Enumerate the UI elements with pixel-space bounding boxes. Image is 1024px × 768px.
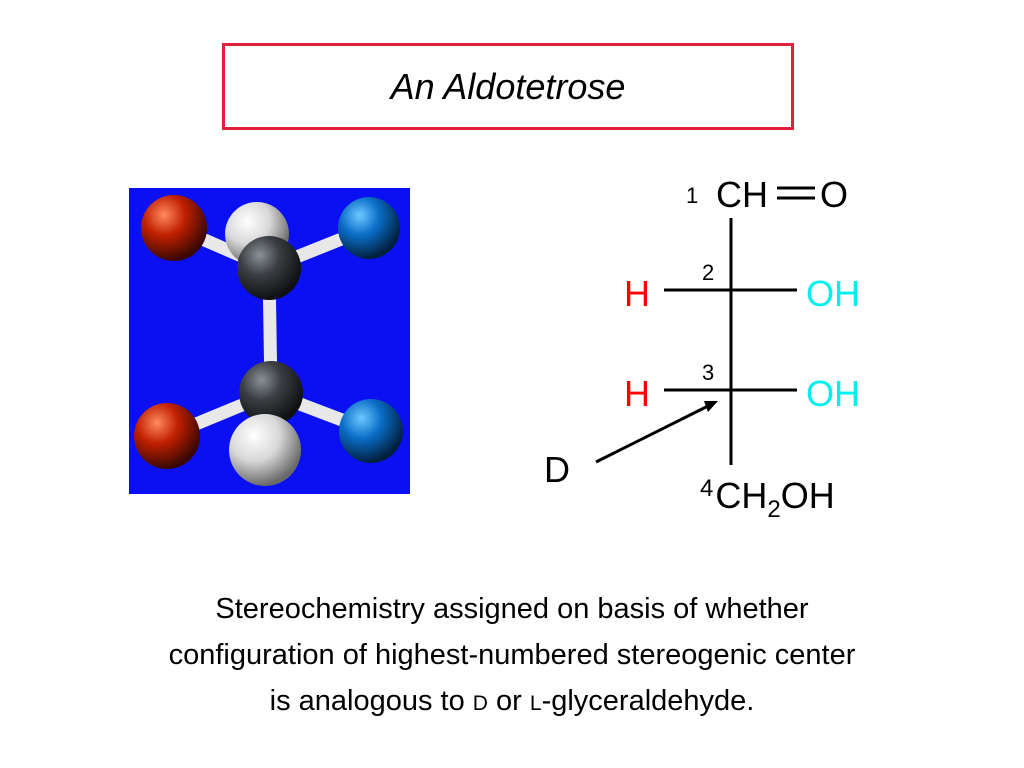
carbon-number-4: 4 (700, 475, 714, 502)
substituent-atom (338, 197, 400, 259)
carbon-number-3: 3 (702, 360, 715, 385)
caption: Stereochemistry assigned on basis of whe… (0, 586, 1024, 727)
ball-and-stick-model (129, 188, 410, 494)
caption-text: -glyceraldehyde. (541, 685, 755, 717)
c3-hydroxyl-label: OH (806, 373, 860, 414)
pointer-arrow-head (704, 401, 718, 412)
hydrogen-atom (229, 414, 301, 486)
carbon-number-2: 2 (702, 260, 715, 285)
c4-group-label: 4CH2OH (700, 475, 835, 522)
small-caps-d: D (472, 692, 488, 715)
caption-text: or (487, 685, 530, 717)
caption-text: is analogous to (269, 685, 473, 717)
oxygen-atom (134, 403, 200, 469)
aldehyde-ch-label: CH (716, 174, 768, 215)
caption-line-1: Stereochemistry assigned on basis of whe… (215, 593, 809, 625)
small-caps-l: L (529, 692, 542, 715)
pointer-arrow-line (595, 404, 709, 464)
aldehyde-o-label: O (820, 174, 849, 215)
c2-hydrogen-label: H (624, 273, 650, 314)
c3-hydrogen-label: H (624, 373, 650, 414)
carbon-number-1: 1 (686, 183, 699, 208)
title-box: An Aldotetrose (222, 43, 794, 130)
substituent-atom (339, 399, 403, 463)
carbon-atom (237, 236, 301, 300)
c4-oh-label: OH (780, 475, 835, 516)
oxygen-atom (141, 195, 207, 261)
c4-subscript: 2 (767, 496, 781, 523)
caption-line-2: configuration of highest-numbered stereo… (168, 639, 856, 671)
c4-ch-label: CH (715, 475, 768, 516)
caption-line-3: is analogous to D or L-glyceraldehyde. (0, 678, 1024, 727)
d-pointer-label: D (544, 449, 570, 490)
slide-title: An Aldotetrose (390, 65, 626, 107)
c2-hydroxyl-label: OH (806, 273, 860, 314)
molecule-drawing (134, 195, 403, 486)
carbon-atom (239, 361, 303, 425)
